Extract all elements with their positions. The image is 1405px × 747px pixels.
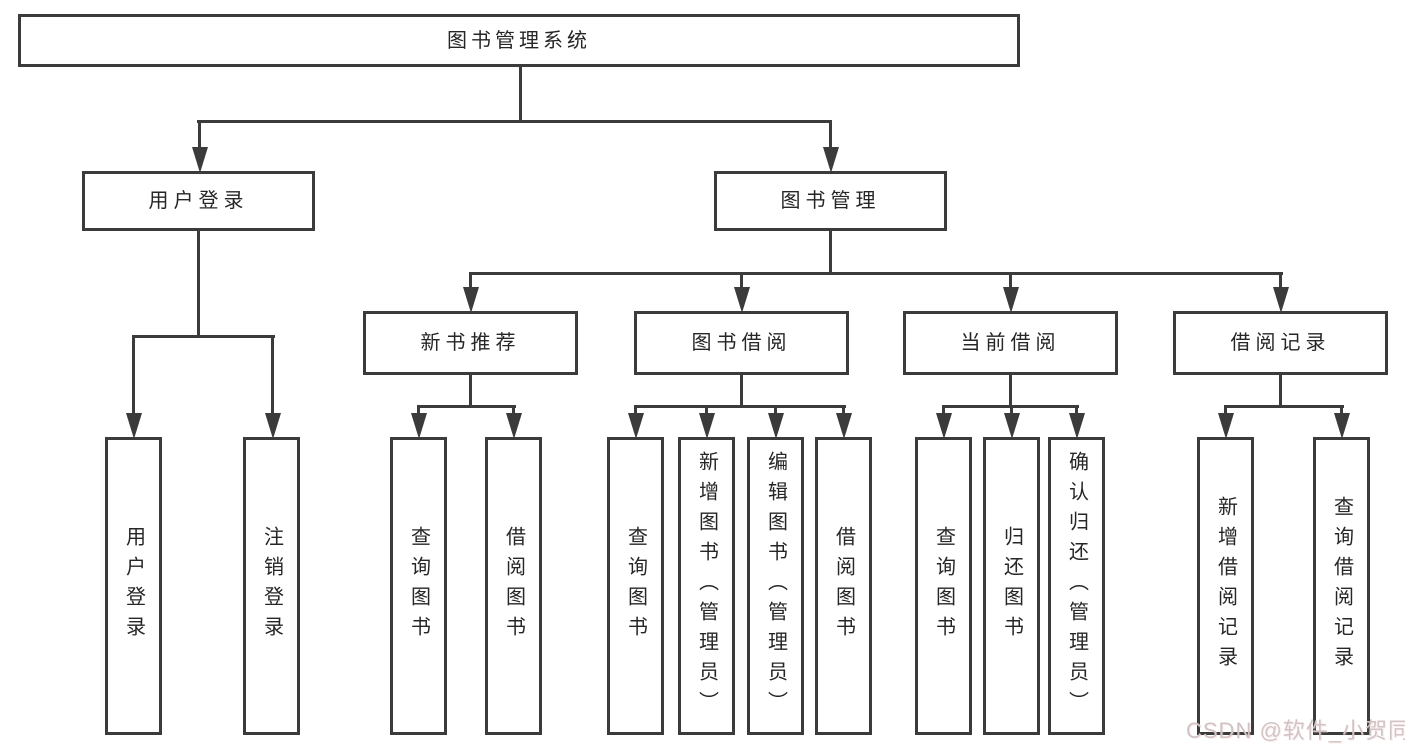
connector-line bbox=[271, 335, 274, 417]
connector-line bbox=[197, 120, 832, 123]
leaf-confirm-return-admin: 确认归还（管理员） bbox=[1048, 437, 1105, 735]
connector-line bbox=[469, 272, 472, 292]
arrow-icon bbox=[1218, 413, 1234, 439]
arrow-icon bbox=[192, 147, 208, 173]
leaf-add-book-admin: 新增图书（管理员） bbox=[678, 437, 735, 735]
connector-line bbox=[829, 231, 832, 274]
arrow-icon bbox=[823, 147, 839, 173]
arrow-icon bbox=[734, 287, 750, 313]
node-current-borrowing: 当前借阅 bbox=[903, 311, 1118, 375]
connector-line bbox=[469, 272, 1283, 275]
leaf-logout: 注销登录 bbox=[243, 437, 300, 735]
connector-line bbox=[519, 66, 522, 122]
arrow-icon bbox=[1004, 413, 1020, 439]
connector-line bbox=[1009, 272, 1012, 292]
connector-line bbox=[1279, 375, 1282, 407]
node-book-borrowing: 图书借阅 bbox=[634, 311, 849, 375]
connector-line bbox=[634, 405, 846, 408]
arrow-icon bbox=[1334, 413, 1350, 439]
arrow-icon bbox=[1069, 413, 1085, 439]
arrow-icon bbox=[463, 287, 479, 313]
arrow-icon bbox=[836, 413, 852, 439]
csdn-watermark: CSDN @软件_小贺同学 bbox=[1186, 718, 1405, 743]
connector-line bbox=[132, 335, 275, 338]
arrow-icon bbox=[699, 413, 715, 439]
node-book-management: 图书管理 bbox=[714, 171, 947, 231]
connector-line bbox=[942, 405, 945, 419]
node-borrowing-records: 借阅记录 bbox=[1173, 311, 1388, 375]
arrow-icon bbox=[1003, 287, 1019, 313]
connector-line bbox=[1340, 405, 1343, 419]
leaf-query-books: 查询图书 bbox=[390, 437, 447, 735]
connector-line bbox=[1279, 272, 1282, 292]
leaf-borrow-books: 借阅图书 bbox=[485, 437, 542, 735]
connector-line bbox=[198, 120, 201, 152]
arrow-icon bbox=[265, 413, 281, 439]
arrow-icon bbox=[628, 413, 644, 439]
leaf-query-borrow-record: 查询借阅记录 bbox=[1313, 437, 1370, 735]
node-user-login: 用户登录 bbox=[82, 171, 315, 231]
connector-line bbox=[417, 405, 420, 419]
connector-line bbox=[705, 405, 708, 419]
leaf-query-books: 查询图书 bbox=[915, 437, 972, 735]
connector-line bbox=[774, 405, 777, 419]
leaf-borrow-books: 借阅图书 bbox=[815, 437, 872, 735]
connector-line bbox=[842, 405, 845, 419]
leaf-query-books: 查询图书 bbox=[607, 437, 664, 735]
connector-line bbox=[512, 405, 515, 419]
leaf-user-login: 用户登录 bbox=[105, 437, 162, 735]
connector-line bbox=[132, 335, 135, 417]
leaf-edit-book-admin: 编辑图书（管理员） bbox=[747, 437, 804, 735]
connector-line bbox=[197, 231, 200, 337]
node-library-system: 图书管理系统 bbox=[18, 14, 1020, 67]
leaf-return-books: 归还图书 bbox=[983, 437, 1040, 735]
arrow-icon bbox=[768, 413, 784, 439]
connector-line bbox=[740, 272, 743, 292]
arrow-icon bbox=[411, 413, 427, 439]
connector-line bbox=[1224, 405, 1227, 419]
connector-line bbox=[1075, 405, 1078, 419]
connector-line bbox=[1010, 405, 1013, 419]
connector-line bbox=[1224, 405, 1344, 408]
arrow-icon bbox=[506, 413, 522, 439]
arrow-icon bbox=[1273, 287, 1289, 313]
connector-line bbox=[469, 375, 472, 407]
connector-line bbox=[634, 405, 637, 419]
connector-line bbox=[829, 120, 832, 152]
arrow-icon bbox=[936, 413, 952, 439]
connector-line bbox=[740, 375, 743, 407]
leaf-add-borrow-record: 新增借阅记录 bbox=[1197, 437, 1254, 735]
connector-line bbox=[1009, 375, 1012, 407]
node-new-book-recommendation: 新书推荐 bbox=[363, 311, 578, 375]
arrow-icon bbox=[126, 413, 142, 439]
connector-line bbox=[417, 405, 516, 408]
